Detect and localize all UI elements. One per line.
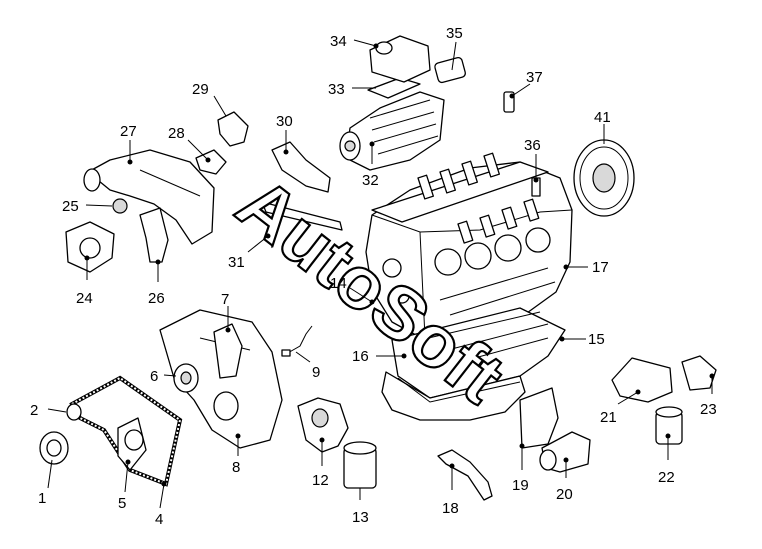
oil-pan bbox=[381, 307, 566, 421]
callout-label-8: 8 bbox=[232, 459, 240, 476]
callout-32: 32 bbox=[362, 141, 379, 189]
callout-18: 18 bbox=[442, 463, 459, 517]
callout-27: 27 bbox=[120, 123, 137, 165]
callout-label-25: 25 bbox=[62, 198, 79, 215]
callout-label-16: 16 bbox=[352, 348, 369, 365]
callout-29: 29 bbox=[192, 81, 227, 117]
callout-label-31: 31 bbox=[228, 254, 245, 271]
callout-label-7: 7 bbox=[221, 291, 229, 308]
water-pump bbox=[65, 221, 115, 273]
starter bbox=[539, 431, 591, 473]
callout-label-2: 2 bbox=[30, 402, 38, 419]
callout-25: 25 bbox=[62, 198, 113, 215]
dipstick bbox=[437, 449, 493, 501]
coolant-elbow bbox=[217, 111, 249, 147]
callout-label-23: 23 bbox=[700, 401, 717, 418]
callout-label-26: 26 bbox=[148, 290, 165, 307]
callout-5: 5 bbox=[118, 459, 131, 512]
callout-label-29: 29 bbox=[192, 81, 209, 98]
callout-28: 28 bbox=[168, 125, 211, 163]
thermostat-housing bbox=[83, 149, 215, 263]
callout-label-17: 17 bbox=[592, 259, 609, 276]
callout-label-15: 15 bbox=[588, 331, 605, 348]
callout-label-37: 37 bbox=[526, 69, 543, 86]
callout-label-12: 12 bbox=[312, 472, 329, 489]
callout-label-28: 28 bbox=[168, 125, 185, 142]
callout-2: 2 bbox=[30, 402, 67, 419]
callout-13: 13 bbox=[352, 488, 369, 526]
callout-34: 34 bbox=[330, 33, 379, 50]
callout-6: 6 bbox=[150, 368, 177, 385]
crank-pulley-6 bbox=[173, 363, 199, 393]
supercharger bbox=[339, 91, 445, 171]
callout-35: 35 bbox=[446, 25, 463, 71]
callout-label-36: 36 bbox=[524, 137, 541, 154]
callout-26: 26 bbox=[148, 259, 165, 307]
callout-20: 20 bbox=[556, 457, 573, 503]
supercharger-gasket bbox=[367, 77, 421, 99]
sensor-wire bbox=[285, 325, 313, 355]
callout-7: 7 bbox=[221, 291, 231, 333]
supercharger-inlet bbox=[369, 35, 431, 83]
callout-12: 12 bbox=[312, 437, 329, 489]
callout-label-19: 19 bbox=[512, 477, 529, 494]
engine-mount-21 bbox=[611, 357, 673, 403]
callout-label-22: 22 bbox=[658, 469, 675, 486]
callout-16: 16 bbox=[352, 348, 407, 365]
callout-22: 22 bbox=[658, 433, 675, 486]
callout-label-33: 33 bbox=[328, 81, 345, 98]
callout-14: 14 bbox=[330, 275, 375, 305]
callout-label-14: 14 bbox=[330, 275, 347, 292]
coolant-outlet bbox=[195, 149, 227, 175]
callout-label-18: 18 bbox=[442, 500, 459, 517]
callout-41: 41 bbox=[594, 109, 611, 144]
callout-17: 17 bbox=[563, 259, 609, 276]
callout-36: 36 bbox=[524, 137, 541, 183]
tensioner-5 bbox=[117, 417, 147, 471]
mount-bracket-19 bbox=[519, 387, 559, 449]
callout-30: 30 bbox=[276, 113, 293, 155]
callout-label-20: 20 bbox=[556, 486, 573, 503]
mount-bracket-23 bbox=[681, 355, 717, 391]
callout-label-32: 32 bbox=[362, 172, 379, 189]
callout-label-30: 30 bbox=[276, 113, 293, 130]
pulley-2 bbox=[66, 403, 82, 421]
oil-filter bbox=[343, 441, 377, 489]
callout-label-34: 34 bbox=[330, 33, 347, 50]
callout-1: 1 bbox=[38, 459, 53, 507]
callout-24: 24 bbox=[76, 255, 93, 307]
callout-9: 9 bbox=[295, 351, 320, 381]
callout-label-27: 27 bbox=[120, 123, 137, 140]
callout-4: 4 bbox=[155, 481, 167, 528]
fuel-rail-injectors bbox=[371, 152, 549, 244]
callout-label-41: 41 bbox=[594, 109, 611, 126]
pulley-1 bbox=[39, 431, 69, 465]
inlet-gasket bbox=[434, 57, 466, 84]
callout-label-13: 13 bbox=[352, 509, 369, 526]
callout-19: 19 bbox=[512, 443, 529, 494]
callout-label-5: 5 bbox=[118, 495, 126, 512]
rubber-mount-22 bbox=[655, 406, 683, 445]
water-pump-pulley bbox=[112, 198, 128, 214]
callout-label-35: 35 bbox=[446, 25, 463, 42]
callout-label-6: 6 bbox=[150, 368, 158, 385]
callout-label-9: 9 bbox=[312, 364, 320, 381]
callout-15: 15 bbox=[559, 331, 605, 348]
callout-label-4: 4 bbox=[155, 511, 163, 528]
pipe bbox=[261, 201, 343, 231]
timing-chain-tensioner bbox=[213, 323, 243, 379]
callout-label-21: 21 bbox=[600, 409, 617, 426]
oil-filter-housing bbox=[297, 397, 349, 453]
callout-31: 31 bbox=[228, 233, 271, 271]
callout-37: 37 bbox=[509, 69, 543, 99]
callout-23: 23 bbox=[700, 373, 717, 418]
callout-label-24: 24 bbox=[76, 290, 93, 307]
callout-21: 21 bbox=[600, 389, 641, 426]
callout-label-1: 1 bbox=[38, 490, 46, 507]
callout-8: 8 bbox=[232, 433, 241, 476]
bracket bbox=[271, 141, 331, 193]
callout-33: 33 bbox=[328, 81, 376, 98]
flywheel bbox=[573, 139, 635, 217]
